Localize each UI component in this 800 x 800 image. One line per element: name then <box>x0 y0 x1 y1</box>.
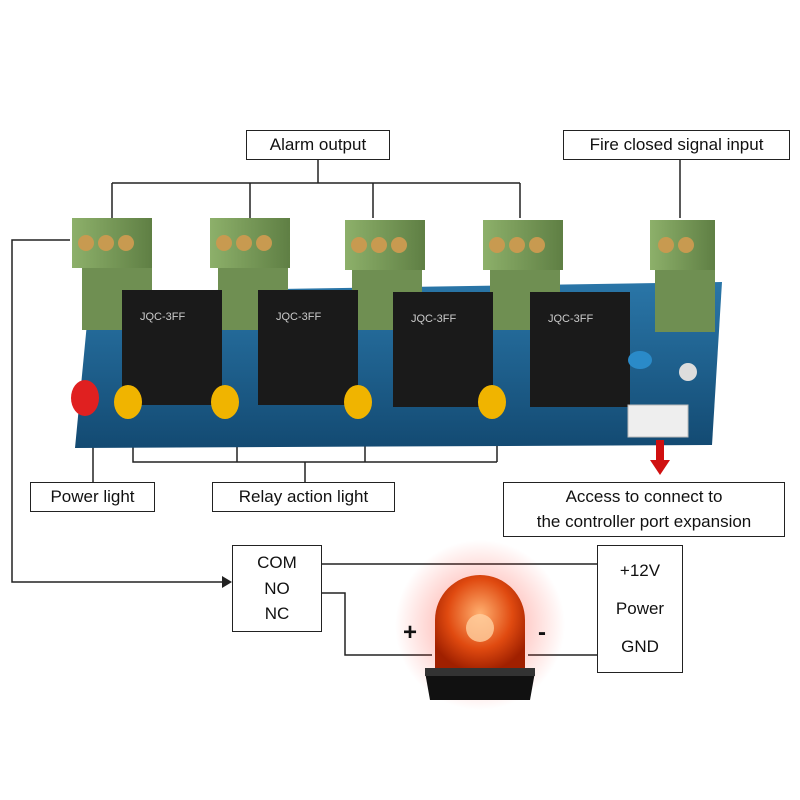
relay <box>258 290 358 405</box>
expansion-connector <box>627 404 689 438</box>
gnd-label: GND <box>621 637 659 657</box>
expansion-port-label: Access to connect to the controller port… <box>503 482 785 537</box>
relays <box>122 290 630 407</box>
plus-12v-label: +12V <box>619 561 661 581</box>
terminal-block <box>483 220 563 330</box>
expansion-port-line2: the controller port expansion <box>536 511 752 531</box>
connector-lines <box>11 160 681 656</box>
nc-label: NC <box>264 604 290 624</box>
relay <box>530 292 630 407</box>
relay <box>393 292 493 407</box>
relay-led <box>478 385 506 419</box>
power-supply-box: +12V Power GND <box>597 545 683 673</box>
relay-marking: JQC-3FF <box>140 311 186 323</box>
alarm-beacon-icon <box>395 540 565 710</box>
relay-led <box>114 385 142 419</box>
expansion-port-line1: Access to connect to <box>565 487 723 507</box>
mounting-hole <box>679 363 697 381</box>
fire-input-label: Fire closed signal input <box>563 130 790 160</box>
relay-led <box>344 385 372 419</box>
relay-led <box>211 385 239 419</box>
relay-terminal-box: COM NO NC <box>232 545 322 632</box>
relay <box>122 290 222 405</box>
leds <box>71 380 506 419</box>
relay-marking: JQC-3FF <box>411 313 457 325</box>
power-label: Power <box>615 599 665 619</box>
capacitor <box>628 351 652 369</box>
terminal-block <box>210 218 290 330</box>
arrow-icon <box>222 576 232 588</box>
power-led <box>71 380 99 416</box>
terminal-block <box>650 220 715 332</box>
relay-marking: JQC-3FF <box>276 311 322 323</box>
relay-action-light-label: Relay action light <box>212 482 395 512</box>
com-label: COM <box>257 552 297 572</box>
beacon-plus-label: + <box>403 619 417 646</box>
relay-marking: JQC-3FF <box>548 313 594 325</box>
terminal-block <box>72 218 152 330</box>
beacon-minus-label: - <box>538 619 546 646</box>
relay-markings: JQC-3FF JQC-3FF JQC-3FF JQC-3FF <box>140 311 594 325</box>
red-down-arrow-icon <box>650 440 670 475</box>
no-label: NO <box>264 578 290 598</box>
power-light-label: Power light <box>30 482 155 512</box>
alarm-output-label: Alarm output <box>246 130 390 160</box>
